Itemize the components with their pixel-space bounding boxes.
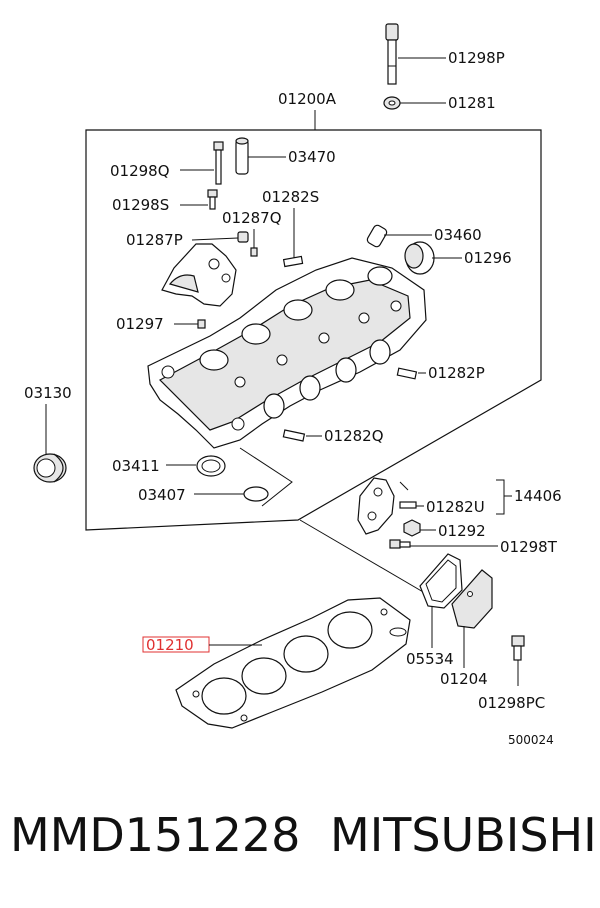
label-01298Q: 01298Q xyxy=(110,162,170,180)
pin-01287Q[interactable] xyxy=(250,247,258,257)
seal-03130[interactable] xyxy=(33,453,67,483)
plug-01296[interactable] xyxy=(404,241,435,275)
stud-01282P[interactable] xyxy=(396,367,418,380)
footer: MMD151228 MITSUBISHI xyxy=(0,808,600,878)
bolt-01298Q[interactable] xyxy=(213,141,224,185)
label-01282P: 01282P xyxy=(428,364,485,382)
seal-03407[interactable] xyxy=(243,486,269,502)
bolt-01298T[interactable] xyxy=(389,539,411,549)
brand-name: MITSUBISHI xyxy=(330,808,597,862)
label-01200A: 01200A xyxy=(278,90,337,108)
cam-bracket[interactable] xyxy=(161,243,237,307)
washer-01281[interactable] xyxy=(383,96,401,110)
tube-03470[interactable] xyxy=(235,137,249,175)
label-03407: 03407 xyxy=(138,486,186,504)
label-01204: 01204 xyxy=(440,670,488,688)
stud-01282Q[interactable] xyxy=(282,429,306,442)
assembly-outline xyxy=(85,129,542,531)
bolt-01298P[interactable] xyxy=(385,23,399,85)
label-01287P: 01287P xyxy=(126,231,183,249)
bolt-01298S[interactable] xyxy=(207,189,218,210)
stud-01282S[interactable] xyxy=(282,255,304,268)
label-01298S: 01298S xyxy=(112,196,169,214)
dowel-01287P[interactable] xyxy=(237,231,249,243)
label-01298P: 01298P xyxy=(448,49,505,67)
cylinder-head[interactable] xyxy=(147,257,427,449)
head-gasket-01210[interactable] xyxy=(175,597,411,729)
label-05534: 05534 xyxy=(406,650,454,668)
label-01210[interactable]: 01210 xyxy=(146,636,194,654)
label-01282U: 01282U xyxy=(426,498,485,516)
label-03130: 03130 xyxy=(24,384,72,402)
label-01282S: 01282S xyxy=(262,188,319,206)
gasket-05534[interactable] xyxy=(419,553,463,609)
bolt-01298PC[interactable] xyxy=(511,635,525,661)
nut-01292[interactable] xyxy=(403,519,421,537)
label-03470: 03470 xyxy=(288,148,336,166)
label-01298PC: 01298PC xyxy=(478,694,545,712)
label-01292: 01292 xyxy=(438,522,486,540)
label-01296: 01296 xyxy=(464,249,512,267)
bracket-14406[interactable] xyxy=(357,477,395,535)
parts-diagram: 01298P 01281 01200A 01298Q 03470 01298S … xyxy=(24,23,562,747)
diagram-code: 500024 xyxy=(508,733,554,747)
label-01298T: 01298T xyxy=(500,538,558,556)
label-14406: 14406 xyxy=(514,487,562,505)
label-01287Q: 01287Q xyxy=(222,209,282,227)
label-03411: 03411 xyxy=(112,457,160,475)
cover-01204[interactable] xyxy=(451,569,493,629)
part-number: MMD151228 xyxy=(10,808,301,862)
label-03460: 03460 xyxy=(434,226,482,244)
label-01297: 01297 xyxy=(116,315,164,333)
pin-01297[interactable] xyxy=(197,319,206,329)
valve-03460[interactable] xyxy=(366,224,388,248)
label-01281: 01281 xyxy=(448,94,496,112)
label-01282Q: 01282Q xyxy=(324,427,384,445)
stud-01282U[interactable] xyxy=(399,501,417,509)
oring-03411[interactable] xyxy=(196,455,226,477)
